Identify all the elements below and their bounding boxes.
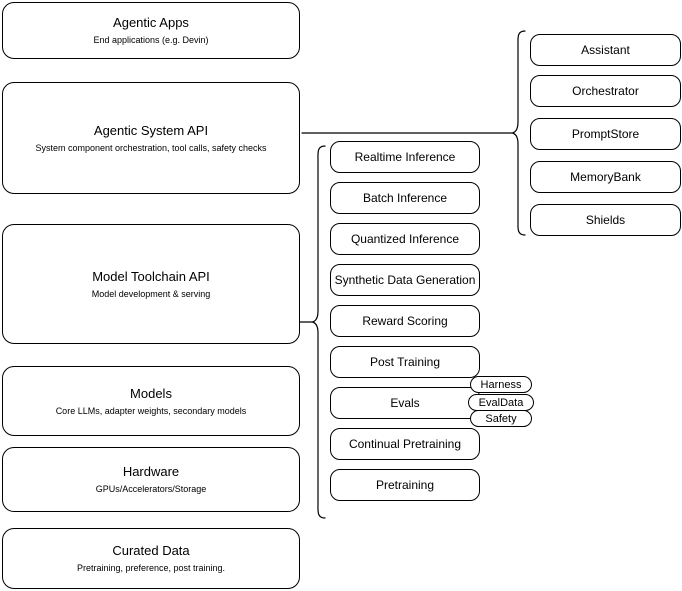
layer-box-hardware[interactable]: Hardware GPUs/Accelerators/Storage: [2, 447, 300, 512]
capability-box-reward-scoring[interactable]: Reward Scoring: [330, 305, 480, 337]
right-brace: [511, 30, 526, 236]
layer-subtitle: System component orchestration, tool cal…: [35, 142, 267, 153]
capability-label: Evals: [390, 396, 420, 410]
layer-title: Agentic Apps: [113, 15, 189, 30]
evals-badge-evaldata[interactable]: EvalData: [468, 394, 534, 411]
evals-badge-label: EvalData: [478, 396, 524, 409]
capability-label: Quantized Inference: [350, 232, 460, 246]
layer-title: Models: [130, 385, 172, 401]
capability-box-post-training[interactable]: Post Training: [330, 346, 480, 378]
capability-box-continual-pretraining[interactable]: Continual Pretraining: [330, 428, 480, 460]
layer-subtitle: Model development & serving: [91, 288, 211, 299]
layer-title: Hardware: [122, 464, 180, 479]
capability-label: Post Training: [369, 355, 441, 369]
layer-box-curated-data[interactable]: Curated Data Pretraining, preference, po…: [2, 528, 300, 589]
capability-box-pretraining[interactable]: Pretraining: [330, 469, 480, 501]
evals-badge-safety[interactable]: Safety: [470, 410, 532, 427]
component-label: Assistant: [581, 43, 630, 57]
capability-label: Reward Scoring: [362, 314, 448, 328]
layer-box-model-toolchain-api[interactable]: Model Toolchain API Model development & …: [2, 224, 300, 344]
component-box-promptstore[interactable]: PromptStore: [530, 118, 681, 150]
layer-box-models[interactable]: Models Core LLMs, adapter weights, secon…: [2, 366, 300, 436]
component-label: PromptStore: [571, 127, 640, 141]
layer-subtitle: Core LLMs, adapter weights, secondary mo…: [55, 405, 247, 416]
evals-badge-harness[interactable]: Harness: [470, 376, 532, 393]
layer-subtitle: Pretraining, preference, post training.: [76, 563, 226, 573]
capability-box-batch-inference[interactable]: Batch Inference: [330, 182, 480, 214]
component-label: Orchestrator: [572, 84, 639, 98]
layer-subtitle: GPUs/Accelerators/Storage: [95, 484, 207, 494]
component-label: Shields: [585, 213, 626, 227]
component-label: MemoryBank: [570, 170, 641, 184]
capability-label: Realtime Inference: [354, 150, 456, 164]
component-box-assistant[interactable]: Assistant: [530, 34, 681, 66]
layer-title: Agentic System API: [93, 122, 209, 138]
capability-box-realtime-inference[interactable]: Realtime Inference: [330, 141, 480, 173]
layer-title: Curated Data: [112, 543, 190, 558]
layer-subtitle: End applications (e.g. Devin): [93, 35, 209, 45]
evals-badge-label: Safety: [485, 412, 517, 425]
capability-label: Pretraining: [375, 478, 435, 492]
layer-box-agentic-apps[interactable]: Agentic Apps End applications (e.g. Devi…: [2, 2, 300, 59]
capability-box-synthetic-data-generation[interactable]: Synthetic Data Generation: [330, 264, 480, 296]
evals-badge-label: Harness: [480, 378, 522, 391]
middle-brace: [311, 145, 326, 519]
capability-box-evals[interactable]: Evals: [330, 387, 480, 419]
component-box-shields[interactable]: Shields: [530, 204, 681, 236]
capability-label: Batch Inference: [362, 191, 448, 205]
component-box-memorybank[interactable]: MemoryBank: [530, 161, 681, 193]
component-box-orchestrator[interactable]: Orchestrator: [530, 75, 681, 107]
capability-label: Synthetic Data Generation: [334, 273, 476, 287]
capability-label: Continual Pretraining: [348, 437, 462, 451]
layer-title: Model Toolchain API: [92, 268, 210, 284]
capability-box-quantized-inference[interactable]: Quantized Inference: [330, 223, 480, 255]
layer-box-agentic-system-api[interactable]: Agentic System API System component orch…: [2, 82, 300, 194]
